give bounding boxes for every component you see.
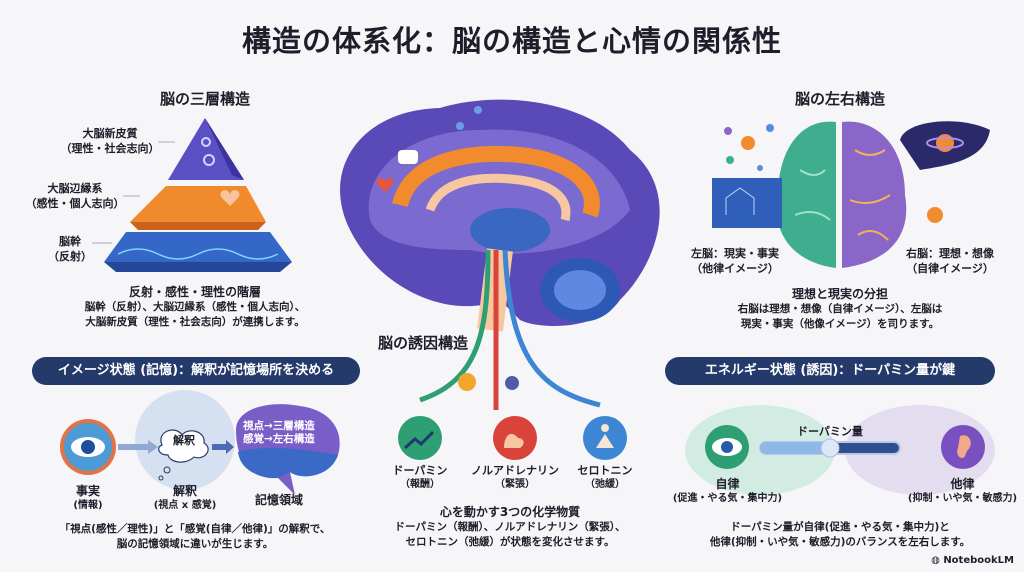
memory-flow-illustration <box>60 390 340 495</box>
dopamine-slider-fill <box>760 442 830 454</box>
energy-state-pill: エネルギー状態 (誘因)：ドーパミン量が鍵 <box>665 357 995 385</box>
memory-area-label: 記憶領域 <box>255 493 304 507</box>
layer-brainstem: 脳幹（反射） <box>48 235 92 263</box>
image-state-pill: イメージ状態 (記憶)：解釈が記憶場所を決める <box>32 357 360 385</box>
chemical-dopamine: ドーパミン（報酬） <box>392 464 448 490</box>
energy-balance-illustration <box>685 405 995 495</box>
page-title: 構造の体系化：脳の構造と心情の関係性 <box>241 24 782 58</box>
chemical-serotonin: セロトニン（弛緩） <box>577 464 633 490</box>
interpretation-cloud-label: 解釈 <box>173 434 195 447</box>
fact-label: 事実(情報) <box>73 484 103 511</box>
brain-mapping-text: 視点→三層構造感覚→左右構造 <box>243 420 315 445</box>
inducement-caption: 心を動かす3つの化学物質ドーパミン（報酬）、ノルアドレナリン（緊張）、セロトニン… <box>394 505 626 548</box>
interpretation-label: 解釈(視点 x 感覚) <box>153 484 217 511</box>
left-right-brain-illustration <box>712 121 990 268</box>
central-brain-illustration <box>340 99 660 460</box>
left-right-heading: 脳の左右構造 <box>794 90 885 108</box>
image-state-caption: 「視点(感性／理性)」と「感覚(自律／他律)」の解釈で、脳の記憶領域に違いが生じ… <box>59 523 331 550</box>
three-layer-caption: 反射・感性・理性の階層脳幹（反射）、大脳辺縁系（感性・個人志向）、大脳新皮質（理… <box>84 285 306 328</box>
left-brain-label: 左脳：現実・事実（他律イメージ） <box>691 247 779 275</box>
layer-neocortex: 大脳新皮質（理性・社会志向） <box>60 127 160 155</box>
dopamine-slider-label: ドーパミン量 <box>797 425 863 438</box>
pyramid-illustration <box>92 118 292 272</box>
notebooklm-logo-icon: ◍ <box>931 555 944 566</box>
heteronomy-label: 他律(抑制・いや気・敏感力) <box>907 477 1018 504</box>
layer-limbic: 大脳辺縁系（感性・個人志向） <box>25 182 125 210</box>
chemical-noradrenaline: ノルアドレナリン（緊張） <box>471 464 559 490</box>
notebooklm-brand: ◍ NotebookLM <box>931 555 1014 566</box>
inducement-heading: 脳の誘因構造 <box>378 334 469 352</box>
energy-caption: ドーパミン量が自律(促進・やる気・集中力)と他律(抑制・いや気・敏感力)のバラン… <box>709 521 971 548</box>
right-brain-label: 右脳：理想・想像（自律イメージ） <box>906 247 994 275</box>
left-right-caption: 理想と現実の分担右脳は理想・想像（自律イメージ）、左脳は現実・事実（他像イメージ… <box>737 287 943 330</box>
autonomy-label: 自律(促進・やる気・集中力) <box>672 477 783 504</box>
dopamine-slider-knob <box>820 438 840 458</box>
three-layer-heading: 脳の三層構造 <box>159 90 250 108</box>
